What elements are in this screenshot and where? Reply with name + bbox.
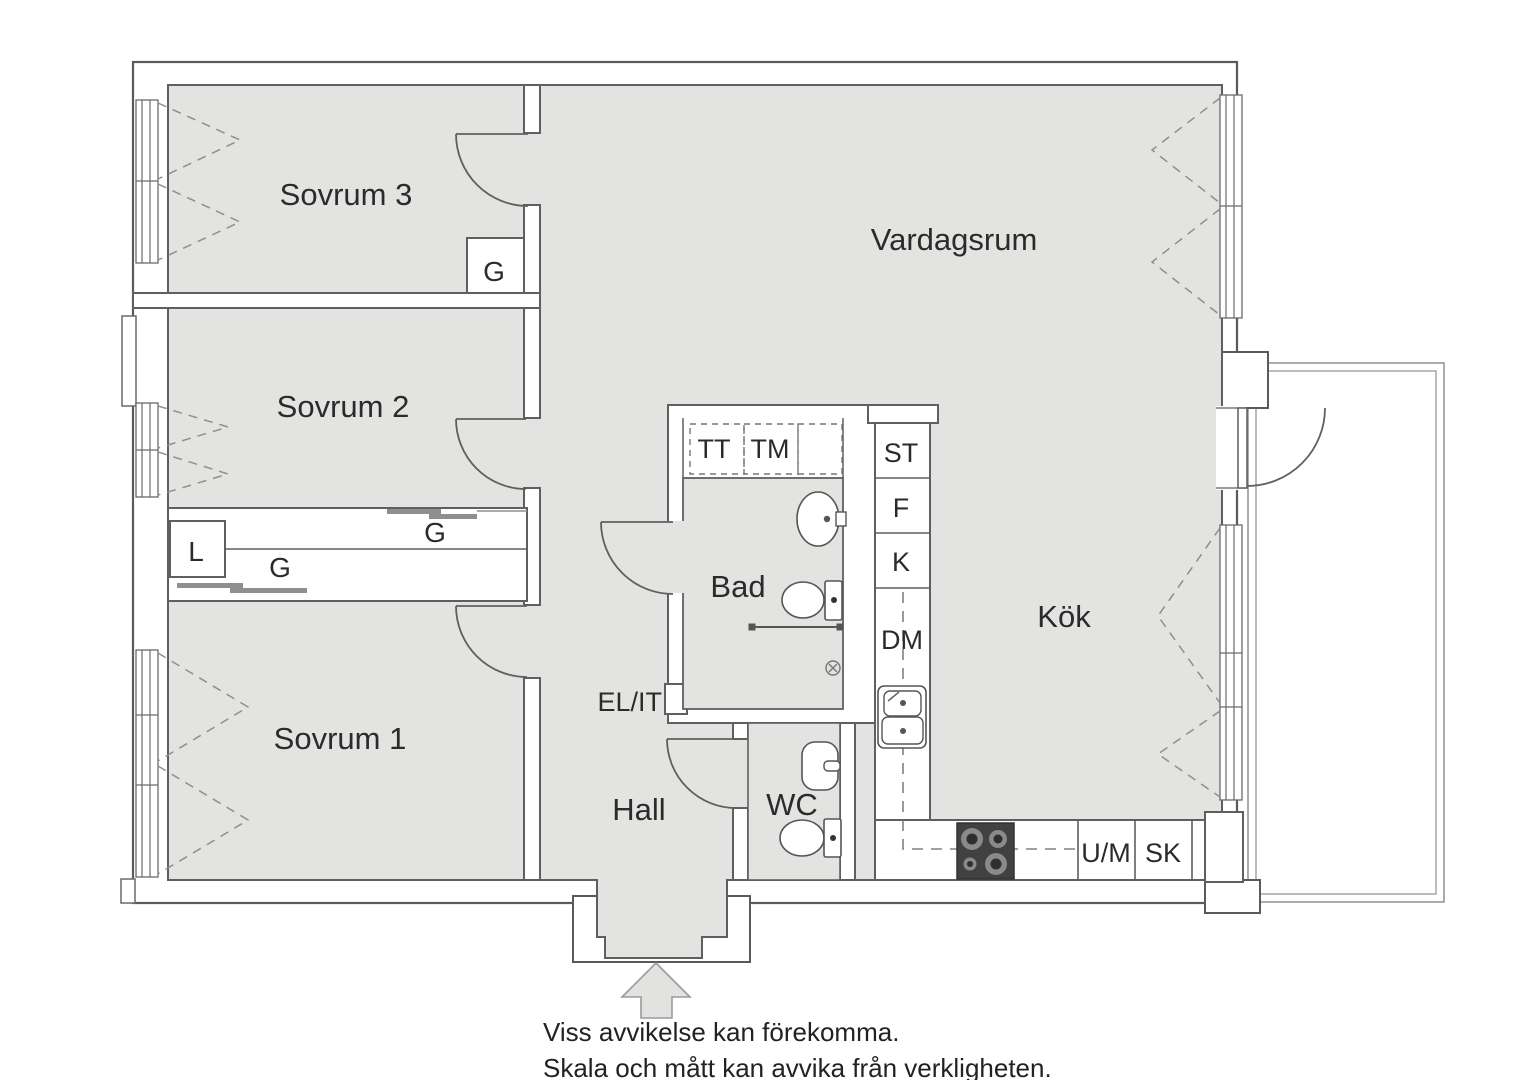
room-label-sovrum1: Sovrum 1 bbox=[274, 721, 407, 756]
disclaimer-line-1: Viss avvikelse kan förekomma. bbox=[543, 1017, 899, 1047]
wc-toilet-icon bbox=[779, 818, 842, 858]
wc-wall-right bbox=[839, 722, 856, 881]
laundry-appliances bbox=[689, 423, 843, 475]
closet-strip-internals bbox=[169, 509, 527, 593]
room-label-sovrum2: Sovrum 2 bbox=[277, 389, 410, 424]
wall-sovrum3-sovrum2 bbox=[132, 292, 541, 309]
label-st: ST bbox=[884, 438, 919, 468]
label-sk: SK bbox=[1145, 838, 1181, 868]
balcony bbox=[1247, 362, 1445, 903]
wc-wall-lower bbox=[732, 807, 749, 881]
entrance-arrow-icon bbox=[620, 961, 692, 1019]
stove-icon bbox=[956, 822, 1015, 880]
laundry-box-3 bbox=[797, 423, 843, 475]
corner-step bbox=[1204, 879, 1261, 914]
wc-wall-stub-top bbox=[732, 722, 749, 740]
worktop-dashed-line bbox=[902, 592, 1078, 850]
door-sovrum1 bbox=[455, 605, 528, 678]
fixture-labels: G G G L TT TM ST F K DM U/M SK EL/IT bbox=[188, 256, 1181, 868]
disclaimer: Viss avvikelse kan förekomma. Skala och … bbox=[543, 1017, 1052, 1080]
bad-interior bbox=[682, 418, 847, 710]
label-g-sovrum2: G bbox=[424, 517, 446, 548]
label-tt: TT bbox=[698, 434, 731, 464]
wc-interior bbox=[747, 722, 842, 881]
closet-g-sovrum3 bbox=[466, 237, 525, 294]
kitchen-sink-icon bbox=[877, 685, 927, 749]
label-g-sovrum1: G bbox=[269, 552, 291, 583]
room-label-kok: Kök bbox=[1037, 599, 1091, 634]
door-wc bbox=[666, 738, 737, 809]
room-label-sovrum3: Sovrum 3 bbox=[280, 177, 413, 212]
room-label-bad: Bad bbox=[710, 569, 765, 604]
room-label-hall: Hall bbox=[612, 792, 665, 827]
room-labels: Sovrum 3 Sovrum 2 Sovrum 1 Vardagsrum Kö… bbox=[274, 177, 1092, 827]
windows bbox=[135, 94, 1243, 878]
sliding-door-sovrum1-panel1 bbox=[177, 583, 243, 588]
left-wall-foot bbox=[120, 878, 136, 904]
dryer-box bbox=[689, 423, 745, 475]
door-sovrum2 bbox=[455, 418, 527, 490]
sliding-door-sovrum1-panel2 bbox=[230, 588, 307, 593]
disclaimer-line-2: Skala och mått kan avvika från verklighe… bbox=[543, 1053, 1052, 1080]
window-sovrum1 bbox=[135, 649, 159, 878]
shower-rail-icon bbox=[748, 623, 844, 631]
window-swing-dashes bbox=[157, 97, 1221, 875]
kitchen-internals bbox=[875, 477, 1193, 880]
balcony-wall-jog bbox=[1221, 351, 1269, 409]
label-g-sovrum3: G bbox=[483, 256, 505, 287]
floor-drain-icon bbox=[825, 660, 841, 676]
wall-central-4 bbox=[523, 677, 541, 881]
room-label-vardagsrum: Vardagsrum bbox=[871, 222, 1038, 257]
sliding-door-sovrum2-panel1 bbox=[387, 509, 441, 514]
sliding-door-sovrum2-panel2 bbox=[429, 514, 477, 519]
closet-l bbox=[169, 520, 226, 578]
wall-central-1 bbox=[523, 84, 541, 134]
label-f: F bbox=[893, 493, 910, 523]
kitchen-column-cap bbox=[867, 404, 939, 424]
bad-sink-icon bbox=[796, 491, 847, 547]
doors bbox=[455, 133, 1326, 809]
washer-box bbox=[743, 423, 799, 475]
kitchen-counter-row bbox=[874, 819, 1206, 881]
door-bad bbox=[600, 521, 685, 595]
label-um: U/M bbox=[1081, 838, 1131, 868]
window-kok bbox=[1219, 524, 1243, 801]
label-k: K bbox=[892, 547, 910, 577]
label-l: L bbox=[188, 536, 204, 567]
room-label-wc: WC bbox=[766, 787, 818, 822]
label-el-it: EL/IT bbox=[597, 687, 662, 717]
bad-toilet-icon bbox=[781, 580, 843, 621]
wall-below-kitchen-window bbox=[1204, 811, 1244, 883]
label-tm: TM bbox=[751, 434, 790, 464]
wc-sink-icon bbox=[801, 741, 841, 791]
door-sovrum3 bbox=[455, 133, 529, 207]
left-wall-protrusion bbox=[121, 315, 137, 407]
door-balcony bbox=[1216, 406, 1326, 490]
wall-central-2 bbox=[523, 204, 541, 419]
label-dm: DM bbox=[881, 625, 923, 655]
